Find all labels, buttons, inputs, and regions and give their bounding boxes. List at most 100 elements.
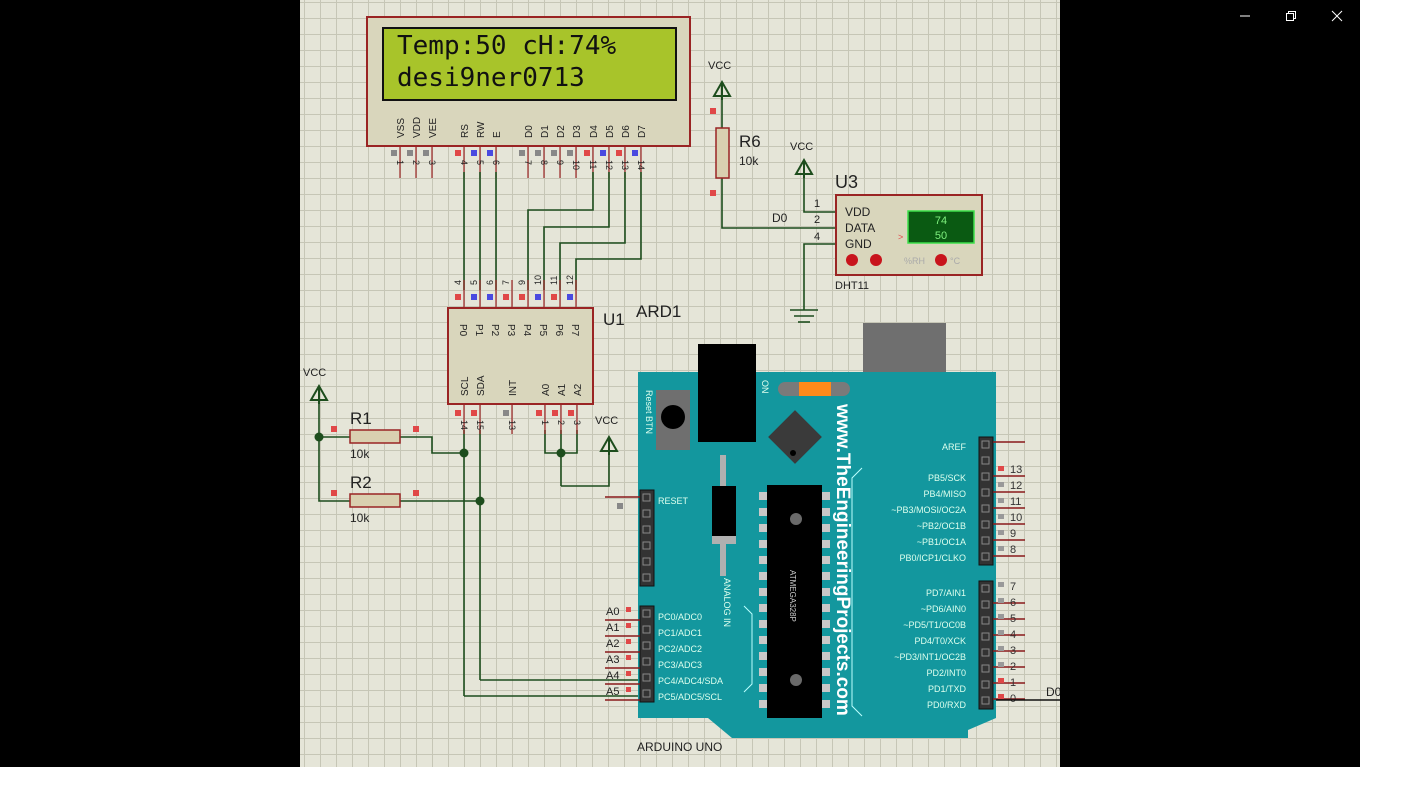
pcf-pin-number: 9 xyxy=(517,280,527,285)
pin-state xyxy=(998,582,1004,587)
svg-text:D0: D0 xyxy=(1046,685,1060,699)
lcd-pin-number: 12 xyxy=(604,160,614,170)
header-pin xyxy=(642,541,651,550)
pin-state xyxy=(600,150,606,156)
svg-text:2: 2 xyxy=(814,214,820,226)
digital-pin-label: ~PB1/OC1A xyxy=(917,537,966,547)
pcf-pin-name: P4 xyxy=(521,324,532,337)
temperature-readout: 50 xyxy=(935,230,947,242)
svg-text:°C: °C xyxy=(950,256,961,266)
pin-state xyxy=(616,150,622,156)
chip-pin xyxy=(822,524,830,532)
vcc-label: VCC xyxy=(708,60,731,72)
lcd-pin-number: 1 xyxy=(395,160,405,165)
minimize-button[interactable] xyxy=(1222,0,1268,32)
digital-pin-number: 11 xyxy=(1010,496,1021,508)
analog-pin-label: PC2/ADC2 xyxy=(658,644,702,654)
svg-text:R6: R6 xyxy=(739,132,761,151)
pcf-pin-name: P0 xyxy=(457,324,468,337)
pin-state xyxy=(503,410,509,416)
pin-state xyxy=(584,150,590,156)
chip-pin xyxy=(822,652,830,660)
svg-text:RESET: RESET xyxy=(658,496,689,506)
svg-text:ARDUINO UNO: ARDUINO UNO xyxy=(637,740,722,754)
power-jack xyxy=(698,344,756,442)
pcf-pin-number: 11 xyxy=(549,276,559,285)
pcf8574-i2c-expander[interactable]: P04P15P26P37P49P510P611P712SCL14SDA15INT… xyxy=(447,275,681,434)
digital-pin-label: ~PD5/T1/OC0B xyxy=(903,620,966,630)
restore-button[interactable] xyxy=(1268,0,1314,32)
analog-pin-label: PC4/ADC4/SDA xyxy=(658,676,723,686)
pin-state xyxy=(998,614,1004,619)
header-pin xyxy=(642,625,651,634)
chip-pin xyxy=(822,636,830,644)
reset-button-icon xyxy=(661,405,685,429)
resistor-r2[interactable]: R2 10k xyxy=(331,473,419,525)
pin-state xyxy=(471,150,477,156)
header-pin xyxy=(981,664,990,673)
close-icon xyxy=(1331,10,1343,22)
header-pin xyxy=(642,609,651,618)
svg-text:%RH: %RH xyxy=(904,256,925,266)
pin-state xyxy=(535,294,541,300)
lcd-pin-number: 13 xyxy=(620,160,630,170)
pcf-pin-name: A0 xyxy=(541,383,552,396)
digital-pin-label: PD1/TXD xyxy=(928,684,967,694)
dht11-display xyxy=(907,210,975,244)
header-pin xyxy=(981,504,990,513)
resistor-r6[interactable]: R6 10k xyxy=(710,108,761,196)
pcf-pin-number: 5 xyxy=(469,280,479,285)
analog-net-label: A1 xyxy=(606,622,619,634)
pcf-pin-number: 10 xyxy=(533,275,543,285)
svg-text:ATMEGA328P: ATMEGA328P xyxy=(788,570,797,622)
svg-text:4: 4 xyxy=(814,231,820,243)
svg-text:ARD1: ARD1 xyxy=(636,302,681,321)
lcd-pin-name: VEE xyxy=(428,118,439,138)
lcd-pin-name: E xyxy=(492,131,503,138)
svg-text:www.TheEngineeringProjects.com: www.TheEngineeringProjects.com xyxy=(832,403,853,716)
pin-state xyxy=(535,150,541,156)
schematic: Temp:50 cH:74% desi9ner0713 VSS1VDD2VEE3… xyxy=(303,16,1060,754)
analog-pin-label: PC1/ADC1 xyxy=(658,628,702,638)
digital-pin-number: 7 xyxy=(1010,581,1016,593)
digital-pin-number: 8 xyxy=(1010,544,1016,556)
digital-pin-number: 3 xyxy=(1010,645,1016,657)
digital-pin-label: ~PD3/INT1/OC2B xyxy=(894,652,966,662)
vcc-label: VCC xyxy=(790,141,813,153)
lcd-component[interactable]: Temp:50 cH:74% desi9ner0713 VSS1VDD2VEE3… xyxy=(366,16,691,178)
pin-state xyxy=(626,687,631,692)
header-pin xyxy=(981,536,990,545)
temp-button xyxy=(935,254,947,266)
chip-pin xyxy=(759,572,767,580)
digital-pin-label: ~PB2/OC1B xyxy=(917,521,966,531)
arduino-uno-board[interactable]: Reset BTN ON www.TheEngineeringProjects.… xyxy=(605,323,1060,754)
pin-state xyxy=(998,498,1004,503)
pin-state xyxy=(626,639,631,644)
lcd-pin-name: D2 xyxy=(556,125,567,138)
chip-pin xyxy=(822,588,830,596)
header-pin xyxy=(981,648,990,657)
svg-text:U3: U3 xyxy=(835,172,858,192)
digital-pin-number: 5 xyxy=(1010,613,1016,625)
chip-pin xyxy=(759,636,767,644)
digital-pin-number: 6 xyxy=(1010,597,1016,609)
resistor-r1[interactable]: R1 10k xyxy=(331,409,419,461)
pcf-pin-number: 4 xyxy=(453,280,463,285)
chip-pin xyxy=(822,540,830,548)
pin-state xyxy=(455,294,461,300)
lcd-pin-name: RS xyxy=(460,124,471,138)
pin-state xyxy=(567,294,573,300)
close-button[interactable] xyxy=(1314,0,1360,32)
digital-pin-label: PB0/ICP1/CLKO xyxy=(899,553,966,563)
digital-pin-number: 13 xyxy=(1010,464,1022,476)
dht11-sensor[interactable]: U3 VDD DATA GND 1 2 4 D0 74 50 > %RH °C … xyxy=(772,172,983,292)
lcd-pin-name: VSS xyxy=(396,118,407,138)
chip-pin xyxy=(822,508,830,516)
pcf-pin-number: 2 xyxy=(556,420,566,425)
lcd-pin-number: 9 xyxy=(555,160,565,165)
pin-state xyxy=(632,150,638,156)
header-pin xyxy=(981,632,990,641)
chip-pin xyxy=(759,524,767,532)
